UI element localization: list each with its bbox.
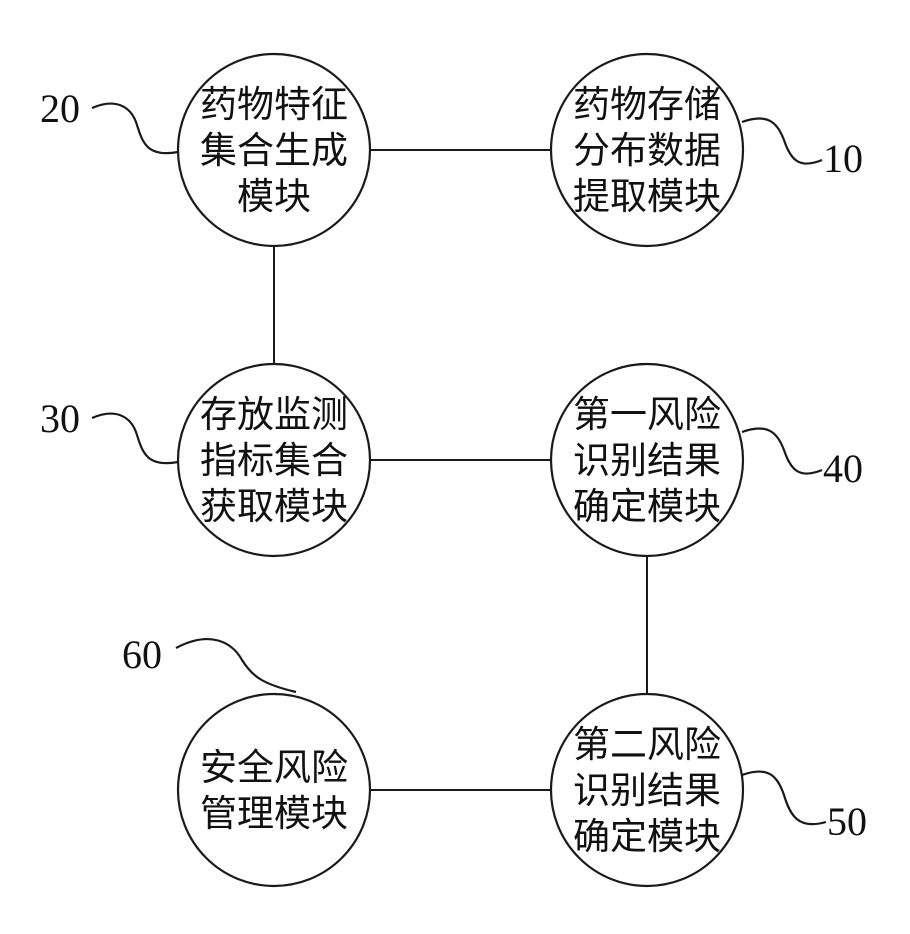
module-circle xyxy=(178,694,370,886)
reference-number: 20 xyxy=(40,86,80,131)
module-60: 安全风险管理模块 xyxy=(178,694,370,886)
module-50: 第二风险识别结果确定模块 xyxy=(551,694,743,886)
module-label-line: 集合生成 xyxy=(200,129,348,172)
module-label-line: 指标集合 xyxy=(200,439,348,482)
reference-number: 10 xyxy=(823,136,863,181)
module-label-line: 存放监测 xyxy=(200,393,348,436)
reference-number: 50 xyxy=(827,799,867,844)
module-label-line: 识别结果 xyxy=(573,769,721,812)
module-10: 药物存储分布数据提取模块 xyxy=(551,54,743,246)
reference-leader-20 xyxy=(92,104,178,154)
module-30: 存放监测指标集合获取模块 xyxy=(178,364,370,556)
module-label-line: 管理模块 xyxy=(200,792,348,835)
reference-number: 30 xyxy=(40,396,80,441)
module-label-line: 安全风险 xyxy=(200,746,348,789)
module-label-line: 分布数据 xyxy=(573,129,721,172)
module-label-line: 获取模块 xyxy=(200,485,348,528)
module-label-line: 药物特征 xyxy=(200,83,348,126)
module-nodes: 药物特征集合生成模块药物存储分布数据提取模块存放监测指标集合获取模块第一风险识别… xyxy=(178,54,743,886)
module-label-line: 模块 xyxy=(237,175,311,218)
module-label-line: 提取模块 xyxy=(573,175,721,218)
module-label-line: 第一风险 xyxy=(573,393,721,436)
reference-leader-40 xyxy=(742,428,822,473)
reference-leader-10 xyxy=(742,118,822,163)
module-label-line: 确定模块 xyxy=(573,815,721,858)
reference-leader-50 xyxy=(742,772,826,825)
module-label-line: 识别结果 xyxy=(573,439,721,482)
module-label-line: 药物存储 xyxy=(573,83,721,126)
reference-number: 60 xyxy=(122,632,162,677)
module-20: 药物特征集合生成模块 xyxy=(178,54,370,246)
module-label-line: 确定模块 xyxy=(573,485,721,528)
reference-leader-60 xyxy=(176,639,296,692)
reference-leader-30 xyxy=(92,414,178,464)
module-label-line: 第二风险 xyxy=(573,723,721,766)
reference-number: 40 xyxy=(823,446,863,491)
module-40: 第一风险识别结果确定模块 xyxy=(551,364,743,556)
